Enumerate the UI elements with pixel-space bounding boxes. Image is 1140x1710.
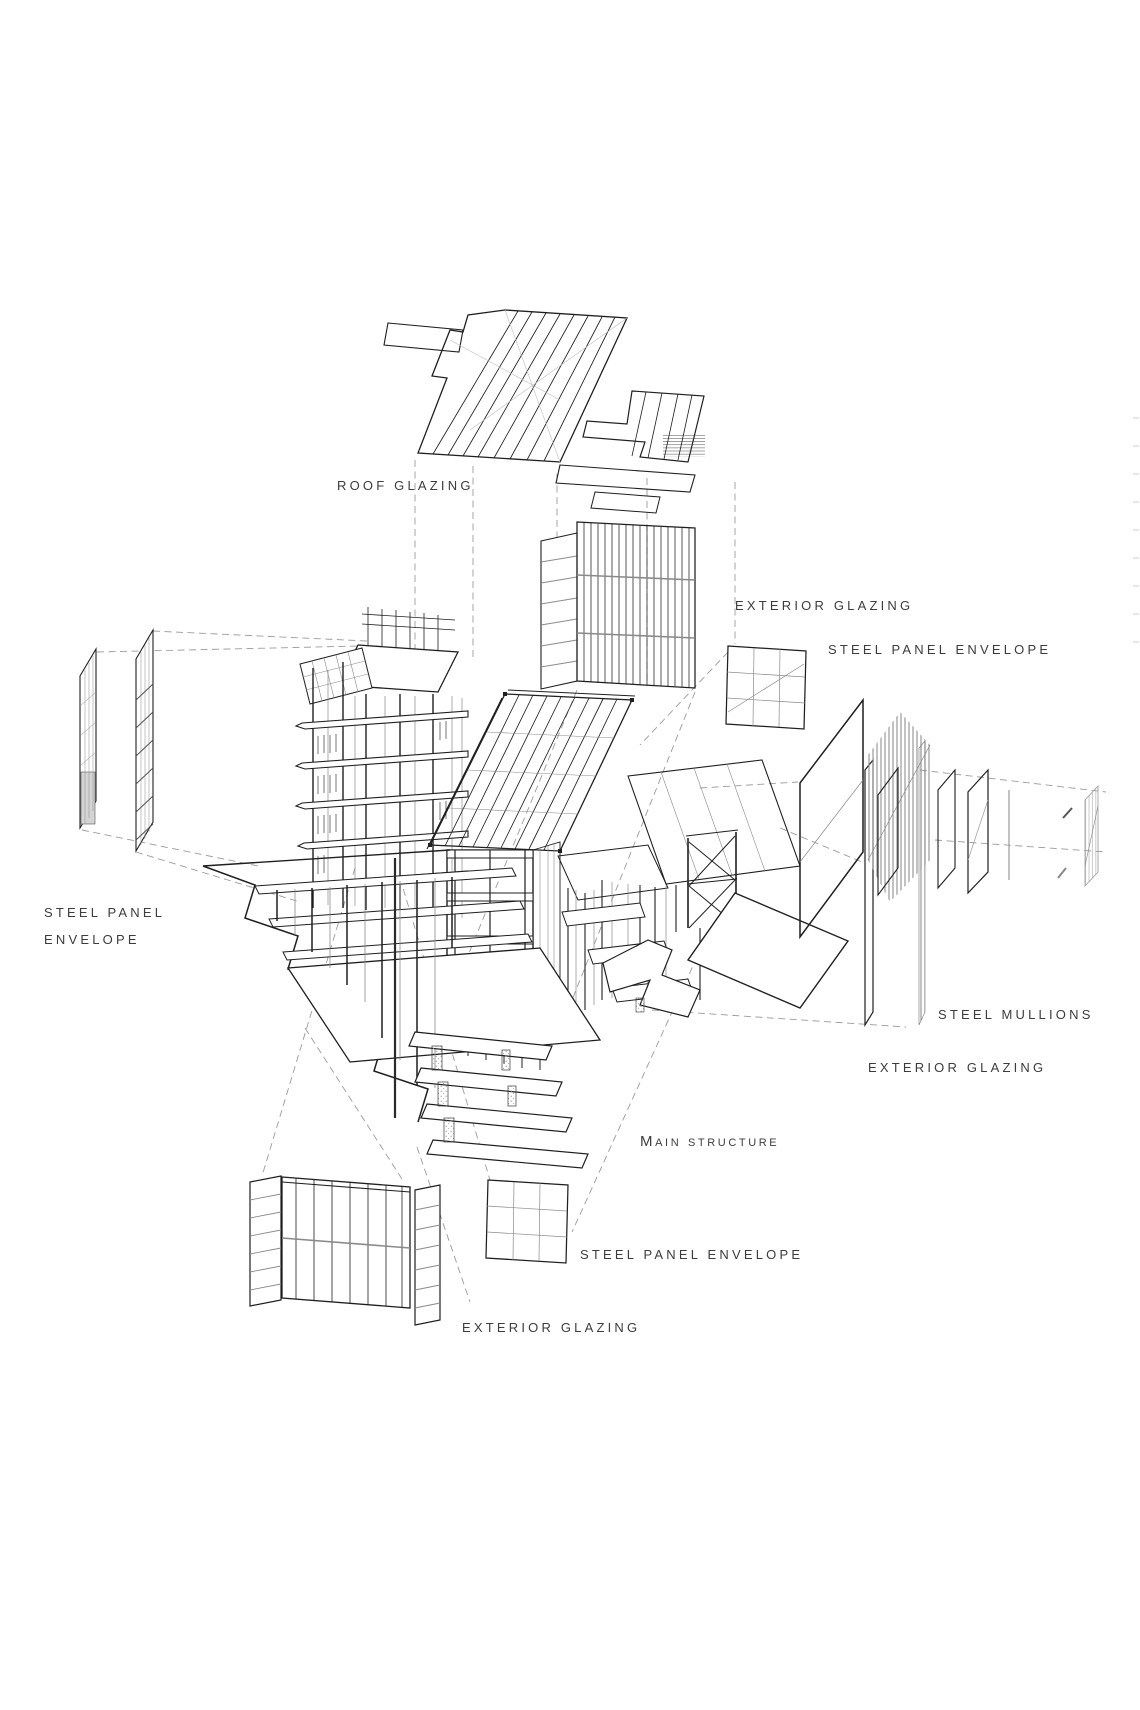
exterior-glazing-bottom-panel <box>249 1175 441 1326</box>
label-steel-panel-envelope-left-line1: STEEL PANEL <box>44 905 166 920</box>
steel-panel-envelope-left-panels <box>79 627 154 854</box>
main-structure-tower <box>294 607 469 918</box>
label-steel-mullions: STEEL MULLIONS <box>938 1007 1094 1022</box>
roof-glazing-panel-small <box>555 390 705 514</box>
label-roof-glazing: ROOF GLAZING <box>337 478 474 493</box>
label-main-structure: Main structure <box>640 1133 780 1150</box>
exterior-glazing-top-panel <box>540 521 696 690</box>
label-steel-panel-envelope-left-line2: ENVELOPE <box>44 932 140 947</box>
label-exterior-glazing-right: EXTERIOR GLAZING <box>868 1060 1047 1075</box>
steel-panel-envelope-top-square <box>725 645 807 730</box>
main-structure-ground-plates <box>602 892 850 1018</box>
steel-panel-envelope-bottom-square <box>485 1179 569 1264</box>
main-structure-floor-plates-bottom <box>408 1031 589 1169</box>
label-steel-panel-envelope-bottom: STEEL PANEL ENVELOPE <box>580 1247 804 1262</box>
label-exterior-glazing-bottom: EXTERIOR GLAZING <box>462 1320 641 1335</box>
main-structure-right-canopy <box>557 759 801 901</box>
right-edge-ticks <box>1133 417 1139 643</box>
label-steel-panel-envelope-top: STEEL PANEL ENVELOPE <box>828 642 1052 657</box>
main-structure-canopy <box>426 689 636 853</box>
projection-guides <box>81 460 1107 1303</box>
steel-mullions-cluster <box>799 697 1099 1028</box>
main-structure-floor-plates-left <box>202 849 602 1123</box>
label-exterior-glazing-top: EXTERIOR GLAZING <box>735 598 914 613</box>
roof-glazing-panel-large <box>383 309 628 463</box>
